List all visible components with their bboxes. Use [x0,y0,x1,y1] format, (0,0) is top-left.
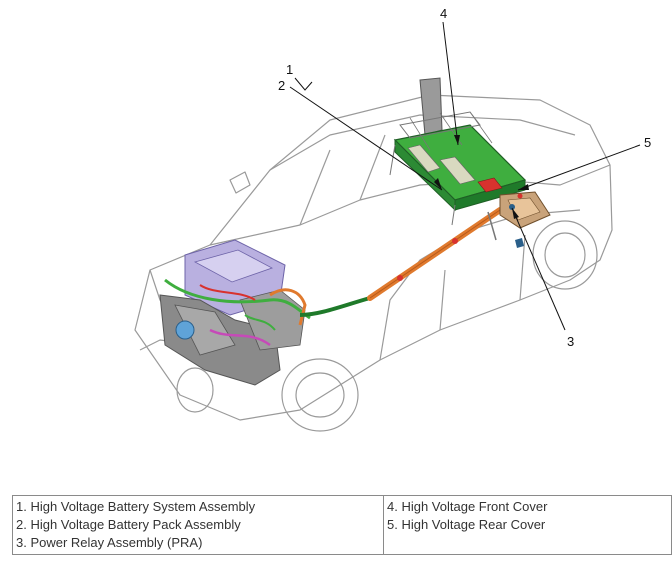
leader-lines [289,21,641,331]
high-voltage-cable [299,207,503,317]
engine-assembly [159,239,311,386]
callout-5: 5 [644,135,651,150]
callout-4: 4 [440,6,447,21]
legend-right-column: 4. High Voltage Front Cover 5. High Volt… [383,495,672,555]
callout-3: 3 [567,334,574,349]
legend-item-5: 5. High Voltage Rear Cover [387,517,546,532]
legend-item-4: 4. High Voltage Front Cover [387,499,548,514]
legend-item-3: 3. Power Relay Assembly (PRA) [16,535,203,550]
legend-item-2: 2. High Voltage Battery Pack Assembly [16,517,241,532]
legend-left-column: 1. High Voltage Battery System Assembly … [12,495,384,555]
legend-item-1: 1. High Voltage Battery System Assembly [16,499,256,514]
battery-pack [389,77,551,248]
vehicle-diagram: 1 2 4 5 3 [134,6,651,432]
wheels [176,220,598,432]
callout-1: 1 [286,62,293,77]
legend-row: 1. High Voltage Battery System Assembly … [12,495,672,555]
legend-table: 1. High Voltage Battery System Assembly … [12,495,672,555]
arrowheads [434,135,529,219]
callout-2: 2 [278,78,285,93]
